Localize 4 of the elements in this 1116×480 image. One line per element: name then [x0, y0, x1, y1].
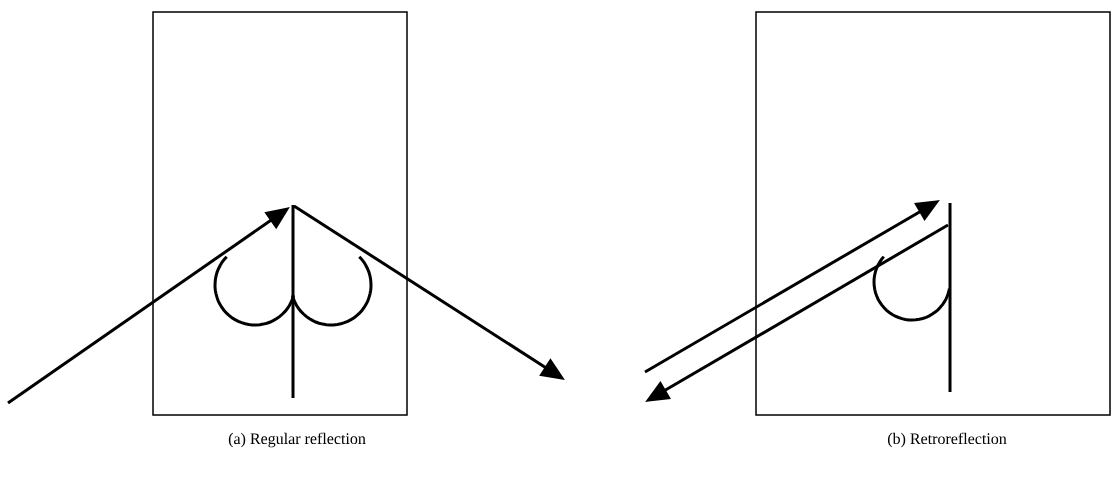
panel-caption: (b) Retroreflection	[887, 432, 1007, 448]
panel-frame	[152, 11, 408, 416]
panel-frame	[755, 11, 1111, 416]
panel-caption: (a) Regular reflection	[228, 432, 366, 448]
